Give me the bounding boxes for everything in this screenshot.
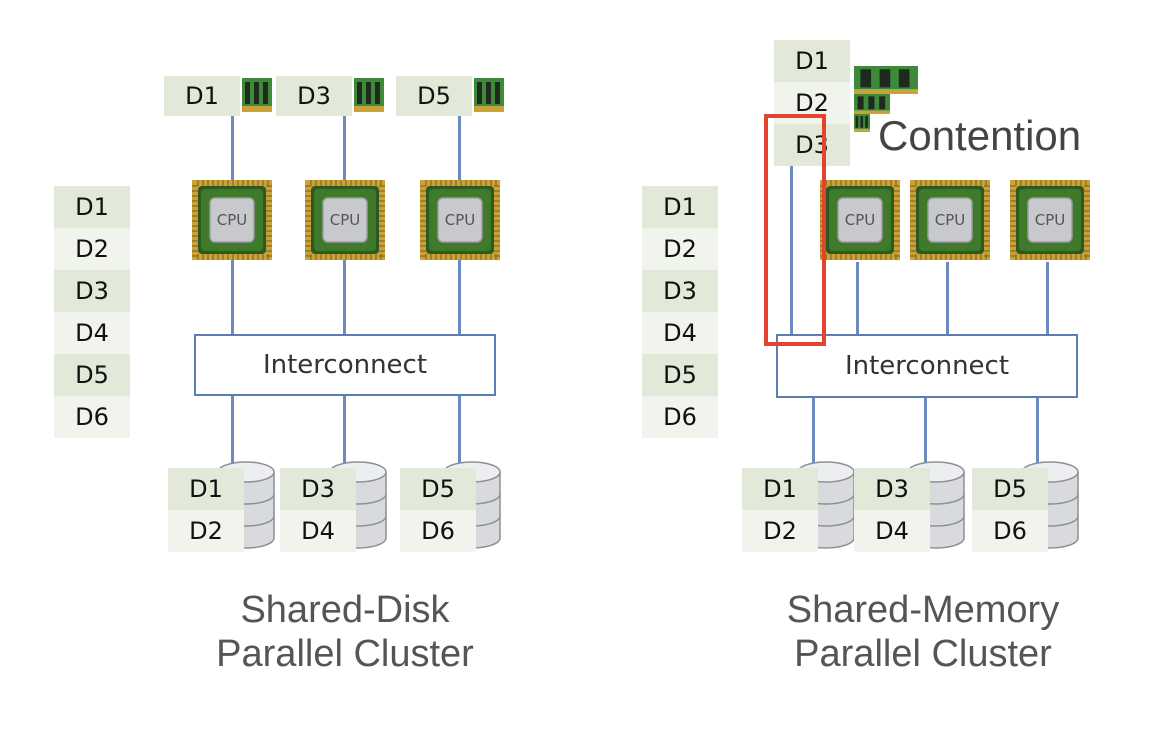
cpu-chip-icon: CPU — [190, 178, 274, 262]
disk-label: D5 — [400, 468, 476, 510]
contention-highlight-box — [764, 114, 826, 346]
memory-label: D3 — [774, 124, 850, 166]
ram-module-icon — [854, 66, 918, 94]
list-item: D6 — [54, 396, 130, 438]
connector-line — [812, 396, 815, 468]
connector-line — [343, 394, 346, 466]
list-item: D1 — [642, 186, 718, 228]
connector-line — [1036, 396, 1039, 468]
interconnect-box: Interconnect — [776, 334, 1078, 398]
cpu-label: CPU — [444, 211, 476, 229]
connector-line — [946, 262, 949, 336]
cpu-chip-icon: CPU — [303, 178, 387, 262]
memory-label: D1 — [774, 40, 850, 82]
cpu-chip-icon: CPU — [418, 178, 502, 262]
cpu-label: CPU — [844, 211, 876, 229]
disk-label: D3 — [280, 468, 356, 510]
disk-label: D6 — [972, 510, 1048, 552]
caption-line: Shared-Memory — [786, 589, 1060, 631]
caption-line: Parallel Cluster — [794, 633, 1052, 675]
cpu-chip-icon: CPU — [818, 178, 902, 262]
caption-line: Parallel Cluster — [216, 633, 474, 675]
ram-module-icon — [354, 78, 384, 112]
ram-module-icon — [854, 114, 870, 132]
list-item: D4 — [642, 312, 718, 354]
disk-label: D4 — [280, 510, 356, 552]
list-item: D2 — [642, 228, 718, 270]
diagram-caption: Shared-Memory Parallel Cluster — [748, 588, 1098, 676]
disk-label: D5 — [972, 468, 1048, 510]
cpu-label: CPU — [1034, 211, 1066, 229]
cpu-label: CPU — [934, 211, 966, 229]
diagram-caption: Shared-Disk Parallel Cluster — [170, 588, 520, 676]
list-item: D5 — [54, 354, 130, 396]
ram-module-icon — [474, 78, 504, 112]
ram-module-icon — [854, 94, 890, 114]
connector-line — [458, 394, 461, 466]
disk-label: D3 — [854, 468, 930, 510]
connector-line — [856, 262, 859, 336]
disk-label: D1 — [742, 468, 818, 510]
disk-label: D6 — [400, 510, 476, 552]
memory-label: D1 — [164, 76, 240, 116]
interconnect-box: Interconnect — [194, 334, 496, 396]
connector-line — [231, 394, 234, 466]
list-item: D2 — [54, 228, 130, 270]
cpu-label: CPU — [329, 211, 361, 229]
list-item: D6 — [642, 396, 718, 438]
cpu-label: CPU — [216, 211, 248, 229]
caption-line: Shared-Disk — [240, 589, 450, 631]
list-item: D4 — [54, 312, 130, 354]
disk-label: D4 — [854, 510, 930, 552]
disk-label: D2 — [742, 510, 818, 552]
list-item: D3 — [54, 270, 130, 312]
memory-label: D5 — [396, 76, 472, 116]
connector-line — [1046, 262, 1049, 336]
list-item: D1 — [54, 186, 130, 228]
memory-label: D3 — [276, 76, 352, 116]
connector-line — [790, 164, 793, 336]
disk-label: D2 — [168, 510, 244, 552]
contention-label: Contention — [878, 112, 1082, 159]
cpu-chip-icon: CPU — [1008, 178, 1092, 262]
ram-module-icon — [242, 78, 272, 112]
disk-label: D1 — [168, 468, 244, 510]
cpu-chip-icon: CPU — [908, 178, 992, 262]
list-item: D3 — [642, 270, 718, 312]
list-item: D5 — [642, 354, 718, 396]
connector-line — [924, 396, 927, 468]
